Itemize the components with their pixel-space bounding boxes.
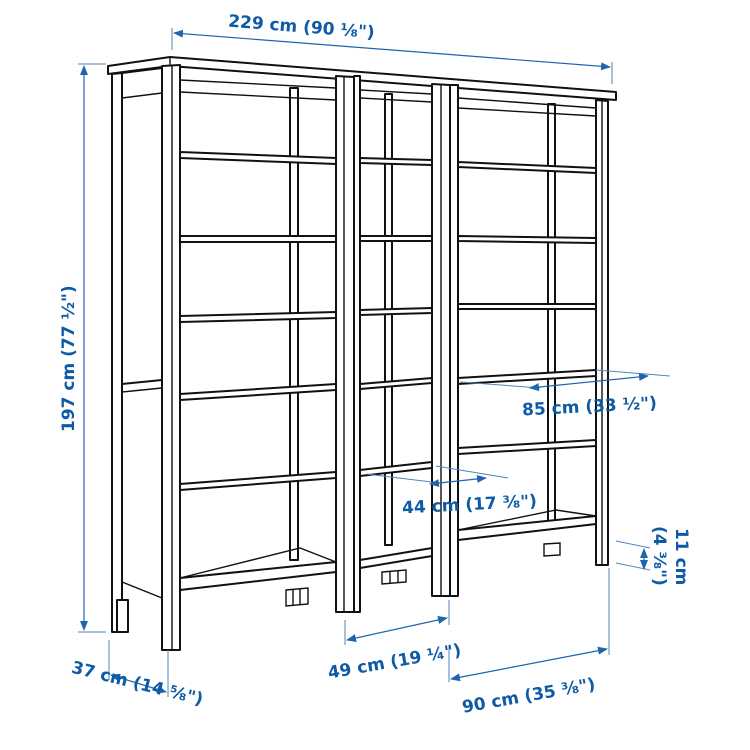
- shelves-left: [179, 151, 337, 591]
- label-shelf-width-narrow: 44 cm (17 ⅜"): [402, 492, 538, 519]
- shelves-middle: [359, 157, 433, 569]
- label-depth: 37 cm (14 ⅝"): [69, 658, 205, 710]
- label-shelf-width-wide: 85 cm (33 ½"): [522, 394, 658, 421]
- label-section-width-wide: 90 cm (35 ⅜"): [461, 675, 597, 718]
- label-plinth-height-in: (4 ⅜"): [649, 526, 669, 586]
- label-plinth-height: 11 cm: [671, 528, 691, 585]
- dimension-lines: [78, 28, 671, 697]
- label-height: 197 cm (77 ½"): [59, 285, 79, 432]
- shelves-right: [457, 161, 597, 541]
- bookcase-drawing: [107, 56, 617, 651]
- label-section-width-narrow: 49 cm (19 ¼"): [326, 640, 462, 683]
